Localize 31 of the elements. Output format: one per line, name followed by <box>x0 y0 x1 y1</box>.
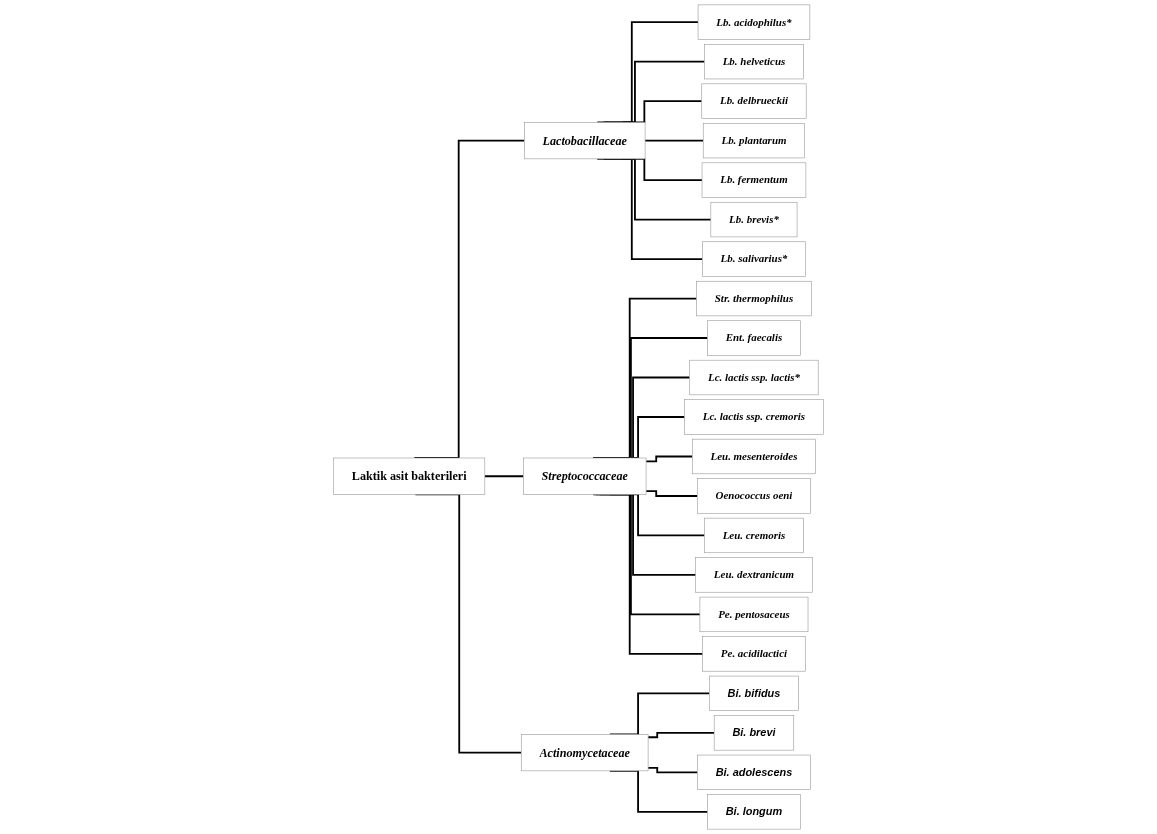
node-box: Ent. faecalis <box>707 320 801 356</box>
connector <box>645 490 699 497</box>
node-box: Lb. fermentum <box>701 162 807 198</box>
connector <box>647 731 716 739</box>
connector <box>645 455 694 463</box>
node-box: Lb. acidophilus* <box>697 4 811 40</box>
node-box: Pe. pentosaceus <box>699 596 809 633</box>
node-box: Pe. acidilactici <box>702 636 806 672</box>
node-box: Lb. plantarum <box>702 123 805 159</box>
node-box: Actinomycetaceae <box>520 734 649 772</box>
node-box: Lactobacillaceae <box>524 122 646 160</box>
node-box: Streptococcaceae <box>523 457 647 495</box>
node-box: Lb. brevis* <box>710 201 798 238</box>
node-box: Leu. dextranicum <box>695 557 813 593</box>
connector <box>483 475 525 478</box>
node-box: Oenococcus oeni <box>697 478 811 514</box>
node-box: Lc. lactis ssp. lactis* <box>689 359 819 396</box>
node-box: Lb. salivarius* <box>702 241 806 277</box>
node-box: Leu. mesenteroides <box>692 438 816 475</box>
node-box: Bi. brevi <box>713 715 795 751</box>
node-box: Bi. longum <box>707 794 801 830</box>
connector <box>644 139 705 142</box>
node-box: Lc. lactis ssp. cremoris <box>684 399 824 435</box>
node-box: Leu. cremoris <box>704 517 804 554</box>
node-box: Laktik asit bakterileri <box>333 457 486 495</box>
node-box: Lb. delbrueckii <box>701 83 807 119</box>
node-box: Lb. helveticus <box>704 44 804 80</box>
node-box: Str. thermophilus <box>696 280 812 317</box>
node-box: Bi. adolescens <box>697 754 811 790</box>
node-box: Bi. bifidus <box>709 675 799 711</box>
connector <box>647 767 699 774</box>
